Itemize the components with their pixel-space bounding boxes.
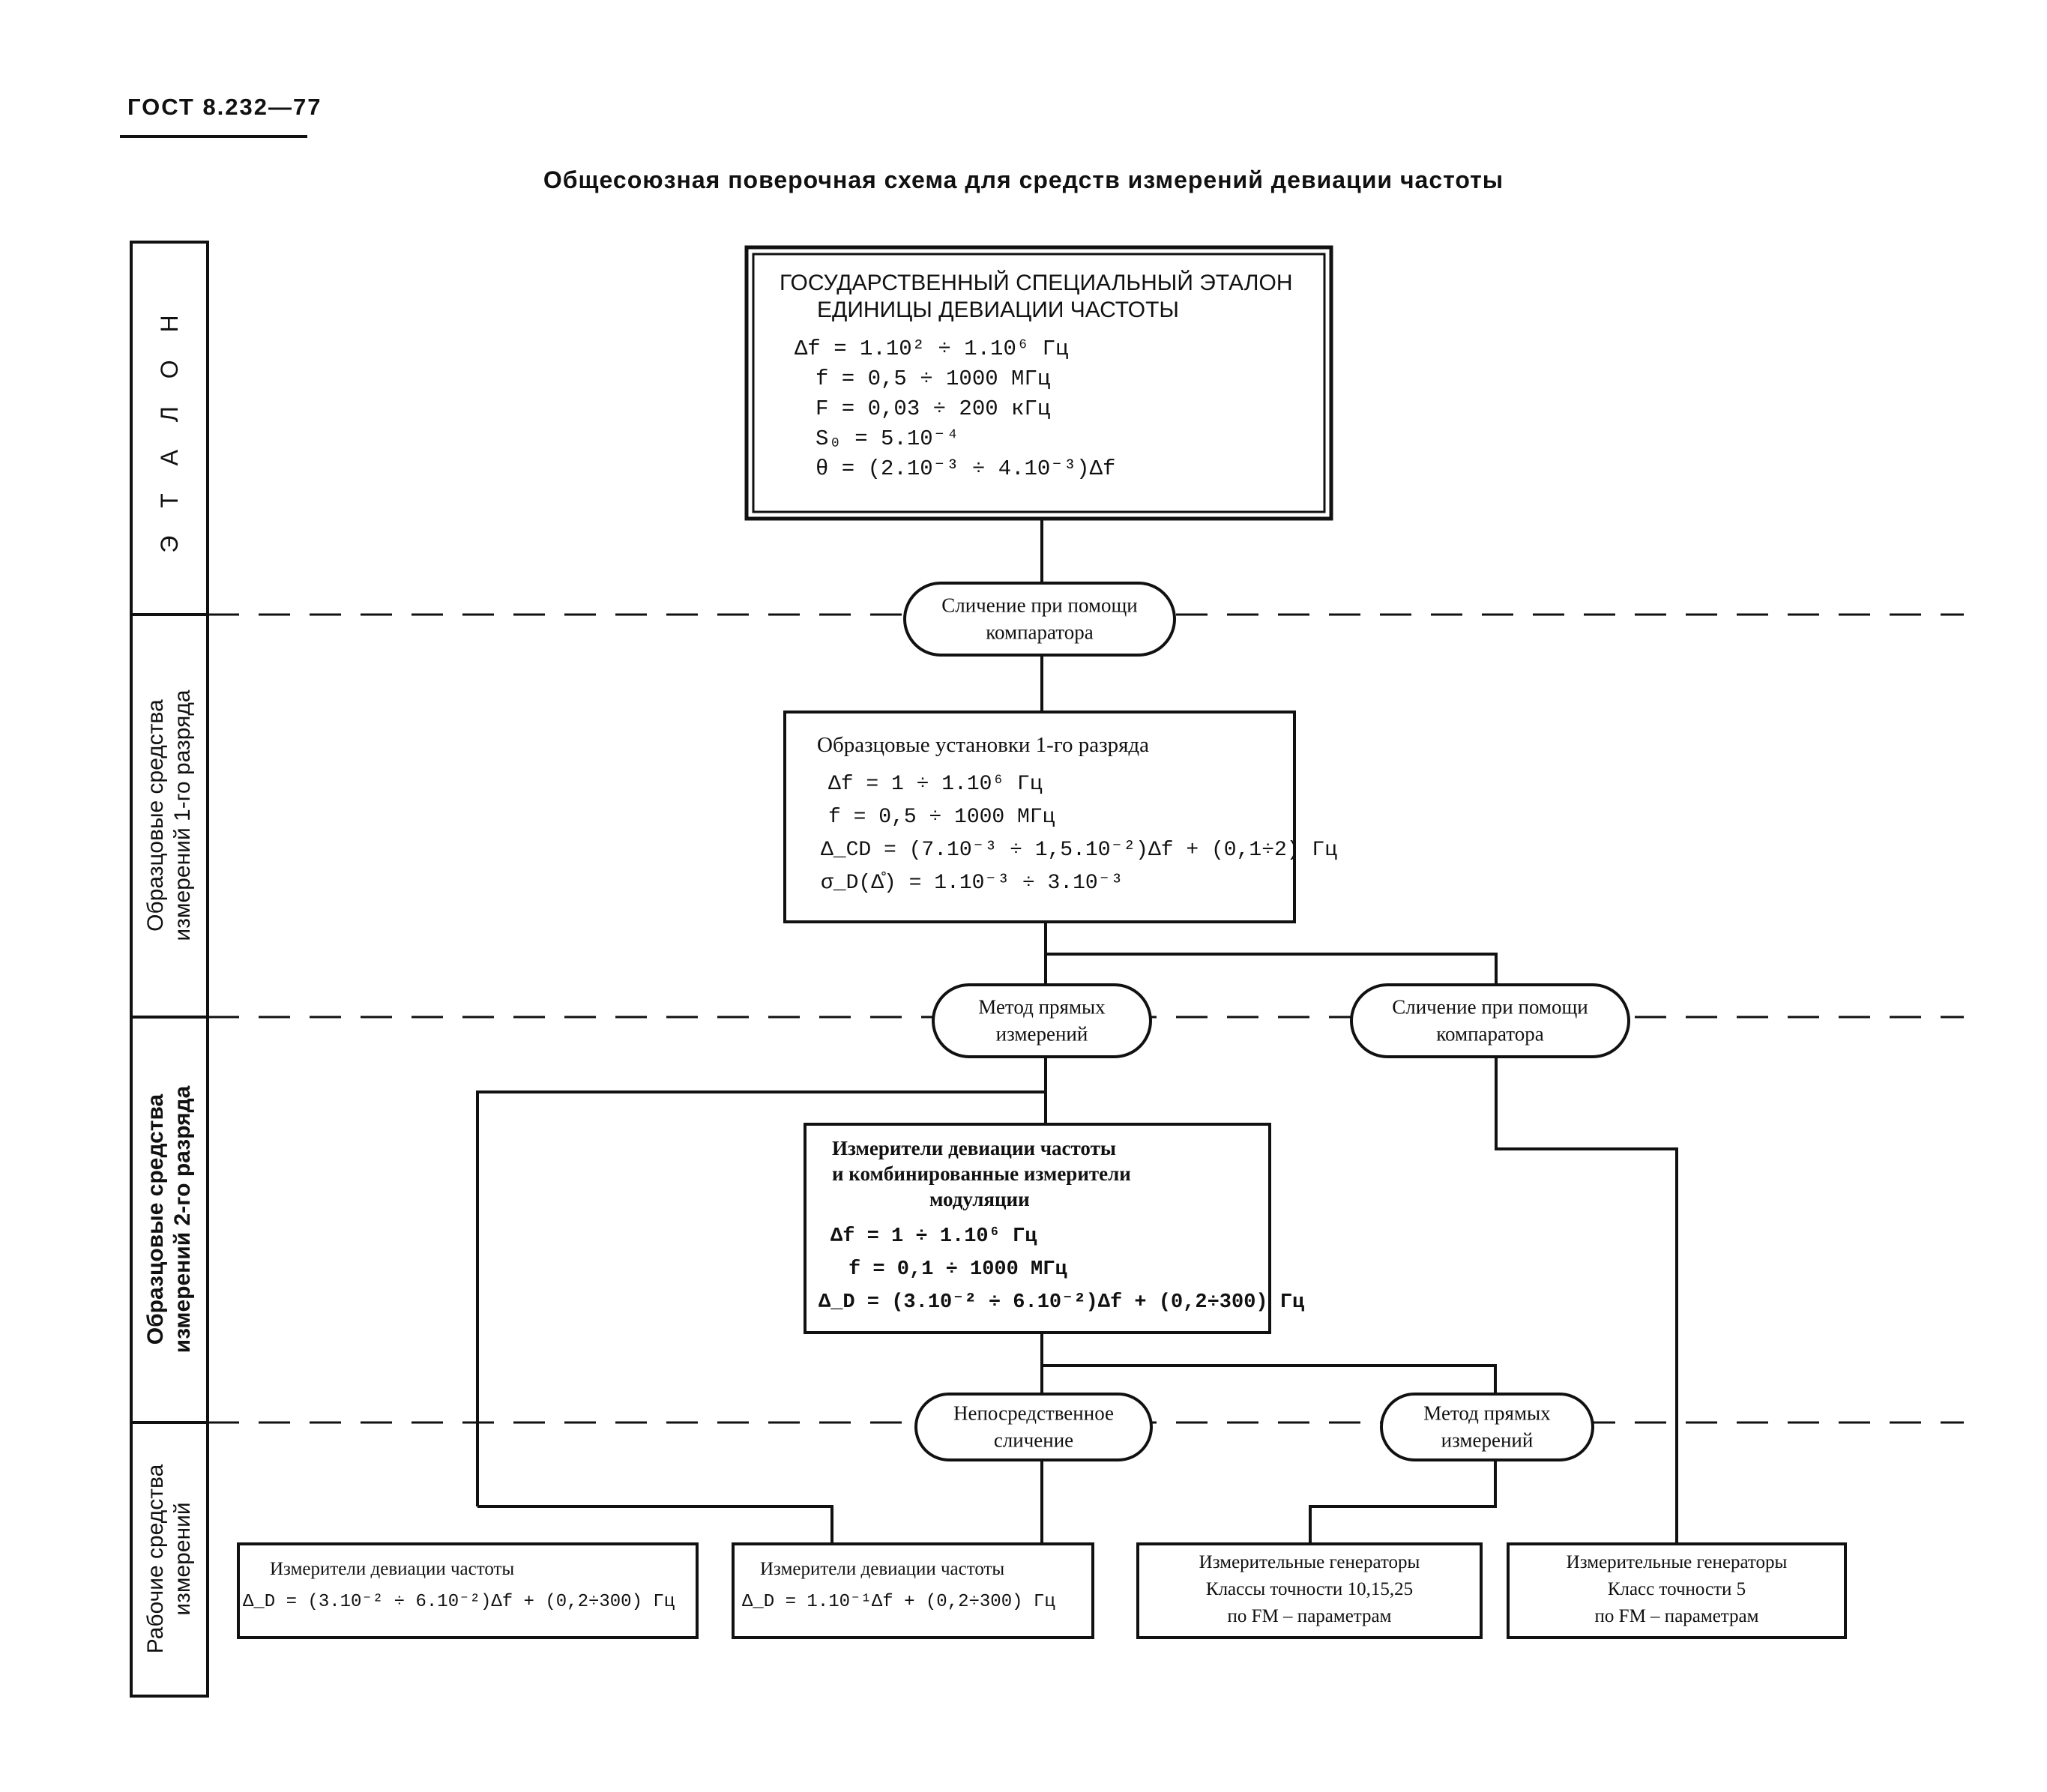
connectors xyxy=(476,517,1678,1544)
working-item-line: по FM – параметрам xyxy=(1594,1606,1759,1626)
level-label-reference-1st-grade: Образцовые средства измерений 1-го разря… xyxy=(142,690,196,941)
etalon-param: F = 0,03 ÷ 200 кГц xyxy=(816,396,1051,421)
meters-2nd-grade-param: f = 0,1 ÷ 1000 МГц xyxy=(848,1258,1067,1281)
level-label-etalon: Э Т А Л О Н xyxy=(155,304,183,553)
method-direct-1: Метод прямых измерений xyxy=(978,995,1106,1046)
working-generators-1: Измерительные генераторы Классы точности… xyxy=(1138,1549,1481,1630)
level-label-reference-2nd-grade: Образцовые средства измерений 2-го разря… xyxy=(142,1086,196,1354)
working-item-line: Δ_D = (3.10⁻² ÷ 6.10⁻²)Δf + (0,2÷300) Гц xyxy=(243,1592,675,1612)
method-comparator-2: Сличение при помощи компаратора xyxy=(1392,995,1588,1046)
etalon-title-line: ЕДИНИЦЫ ДЕВИАЦИИ ЧАСТОТЫ xyxy=(817,298,1179,322)
etalon-param: S₀ = 5.10⁻⁴ xyxy=(816,426,959,451)
level-label-line: измерений 1-го разряда xyxy=(170,690,195,941)
working-item-line: Измерители девиации частоты xyxy=(760,1559,1005,1579)
meters-2nd-grade-title-line: модуляции xyxy=(929,1188,1030,1210)
meters-2nd-grade-param: Δf = 1 ÷ 1.10⁶ Гц xyxy=(830,1225,1037,1248)
ref-setups-param: σ_D(Δ̊) = 1.10⁻³ ÷ 3.10⁻³ xyxy=(821,872,1124,895)
working-item-line: Измерительные генераторы xyxy=(1566,1552,1788,1572)
meters-2nd-grade-params: Δf = 1 ÷ 1.10⁶ Гц f = 0,1 ÷ 1000 МГц Δ_D… xyxy=(819,1220,1304,1319)
etalon-box: ГОСУДАРСТВЕННЫЙ СПЕЦИАЛЬНЫЙ ЭТАЛОН ЕДИНИ… xyxy=(780,270,1292,324)
meters-2nd-grade-title-line: Измерители девиации частоты xyxy=(832,1137,1116,1159)
meters-2nd-grade-param: Δ_D = (3.10⁻² ÷ 6.10⁻²)Δf + (0,2÷300) Гц xyxy=(819,1291,1305,1314)
working-meters-1: Измерители девиации частоты Δ_D = (3.10⁻… xyxy=(243,1553,675,1619)
working-item-line: Измерительные генераторы xyxy=(1199,1552,1420,1572)
ref-setups-params: Δf = 1 ÷ 1.10⁶ Гц f = 0,5 ÷ 1000 МГц Δ_C… xyxy=(821,768,1337,900)
ref-setups-param: Δf = 1 ÷ 1.10⁶ Гц xyxy=(828,773,1043,796)
method-direct-2: Метод прямых измерений xyxy=(1423,1402,1551,1452)
level-label-line: Образцовые средства xyxy=(143,1093,168,1345)
working-item-line: Δ_D = 1.10⁻¹Δf + (0,2÷300) Гц xyxy=(742,1592,1055,1612)
etalon-params: Δf = 1.10² ÷ 1.10⁶ Гц f = 0,5 ÷ 1000 МГц… xyxy=(795,334,1115,484)
document-code: ГОСТ 8.232—77 xyxy=(127,94,322,120)
level-column xyxy=(130,241,209,1698)
boxes xyxy=(237,245,1847,1639)
etalon-param: f = 0,5 ÷ 1000 МГц xyxy=(816,366,1051,391)
etalon-param: θ = (2.10⁻³ ÷ 4.10⁻³)Δf xyxy=(816,456,1116,481)
working-meters-2: Измерители девиации частоты Δ_D = 1.10⁻¹… xyxy=(742,1553,1055,1619)
level-label-line: измерений xyxy=(170,1502,195,1616)
working-item-line: Класс точности 5 xyxy=(1607,1579,1746,1599)
ref-setups-box: Образцовые установки 1-го разряда xyxy=(817,732,1149,758)
working-item-line: по FM – параметрам xyxy=(1227,1606,1392,1626)
method-comparator-1: Сличение при помощи компаратора xyxy=(941,594,1138,644)
level-label-line: измерений 2-го разряда xyxy=(170,1085,195,1354)
ref-setups-title: Образцовые установки 1-го разряда xyxy=(817,733,1150,757)
working-item-line: Классы точности 10,15,25 xyxy=(1205,1579,1414,1599)
level-label-line: Образцовые средства xyxy=(143,699,168,932)
etalon-title-line: ГОСУДАРСТВЕННЫЙ СПЕЦИАЛЬНЫЙ ЭТАЛОН xyxy=(780,271,1293,295)
ref-setups-param: Δ_CD = (7.10⁻³ ÷ 1,5.10⁻²)Δf + (0,1÷2) Г… xyxy=(821,839,1338,862)
ovals xyxy=(903,582,1630,1461)
ref-setups-param: f = 0,5 ÷ 1000 МГц xyxy=(828,806,1055,829)
working-generators-2: Измерительные генераторы Класс точности … xyxy=(1508,1549,1845,1630)
meters-2nd-grade-box: Измерители девиации частоты и комбиниров… xyxy=(832,1135,1131,1212)
level-label-line: Рабочие средства xyxy=(143,1464,168,1654)
working-item-line: Измерители девиации частоты xyxy=(270,1559,515,1579)
document-title: Общесоюзная поверочная схема для средств… xyxy=(543,166,1504,193)
level-label-working: Рабочие средства измерений xyxy=(142,1464,196,1654)
meters-2nd-grade-title-line: и комбинированные измерители xyxy=(832,1162,1131,1185)
document-code-underline xyxy=(120,135,307,138)
method-immediate-comparison: Непосредственное сличение xyxy=(953,1402,1115,1452)
etalon-param: Δf = 1.10² ÷ 1.10⁶ Гц xyxy=(795,337,1069,361)
